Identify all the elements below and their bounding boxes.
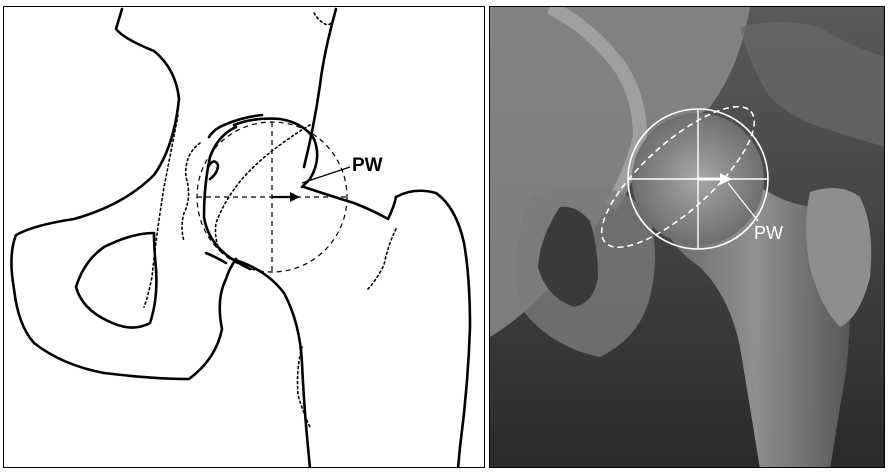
dotted-posterior-wall (216, 125, 311, 251)
acetabulum-outline (204, 127, 250, 269)
radiograph-panel: PW (489, 6, 885, 468)
teardrop-mark (206, 253, 226, 263)
femoral-neck-upper (304, 187, 396, 219)
pw-arrow (272, 192, 300, 202)
pw-leader-line (302, 167, 350, 183)
dotted-top-curl (314, 13, 334, 25)
pelvis-outline (11, 9, 236, 379)
dotted-acetabular-fossa (182, 143, 200, 241)
dotted-trochanter-line (366, 229, 396, 291)
obturator-foramen (76, 233, 156, 328)
line-drawing-panel: PW (3, 6, 485, 468)
iliac-line (304, 9, 336, 167)
greater-trochanter (396, 191, 470, 468)
head-medial-notch (208, 161, 218, 179)
dotted-ischial-line (144, 115, 178, 307)
pw-label: PW (352, 155, 383, 176)
hip-line-drawing: PW (4, 7, 485, 468)
xray-pw-label: PW (754, 223, 783, 243)
radiograph: PW (490, 7, 885, 468)
